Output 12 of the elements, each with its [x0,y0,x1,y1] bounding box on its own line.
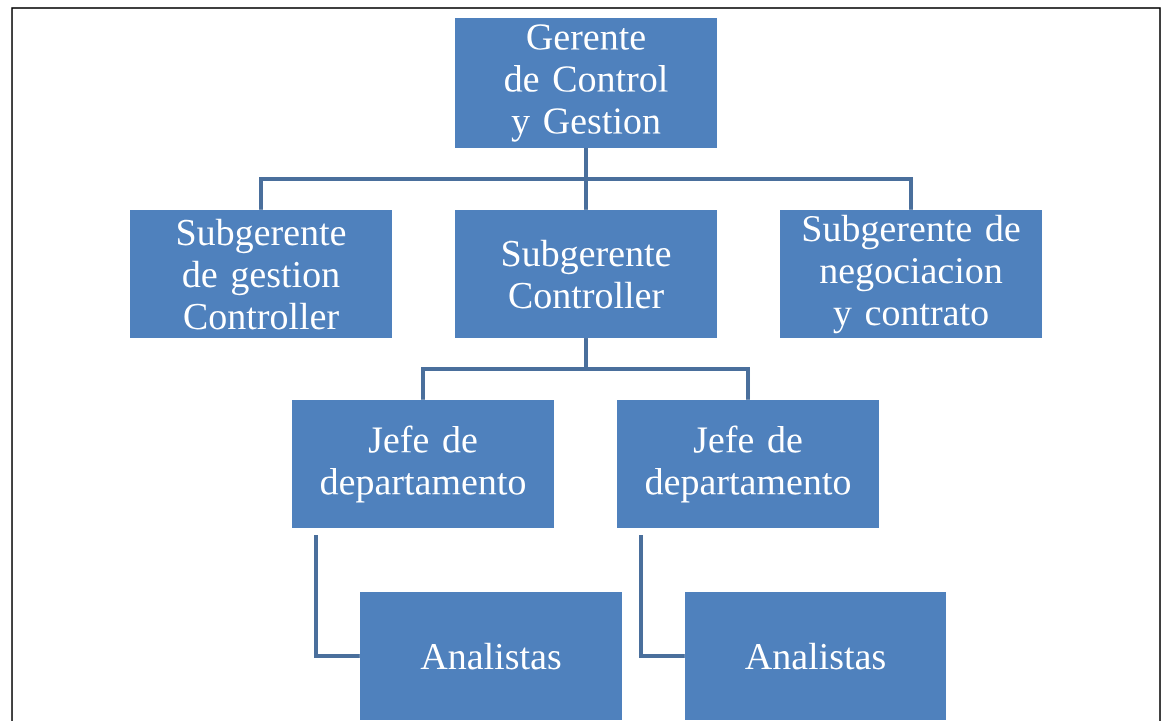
org-box: Analistas [685,592,946,720]
org-box: Analistas [360,592,622,720]
connector-line [314,535,360,658]
org-box: Gerente de Control y Gestion [455,18,717,148]
org-box: Jefe de departamento [617,400,879,528]
org-box: Subgerente Controller [455,210,717,338]
connector-line [584,338,750,400]
connector-line [639,535,685,658]
org-box: Subgerente de negociacion y contrato [780,210,1042,338]
org-box: Subgerente de gestion Controller [130,210,392,338]
connector-line [584,148,913,210]
org-box: Jefe de departamento [292,400,554,528]
